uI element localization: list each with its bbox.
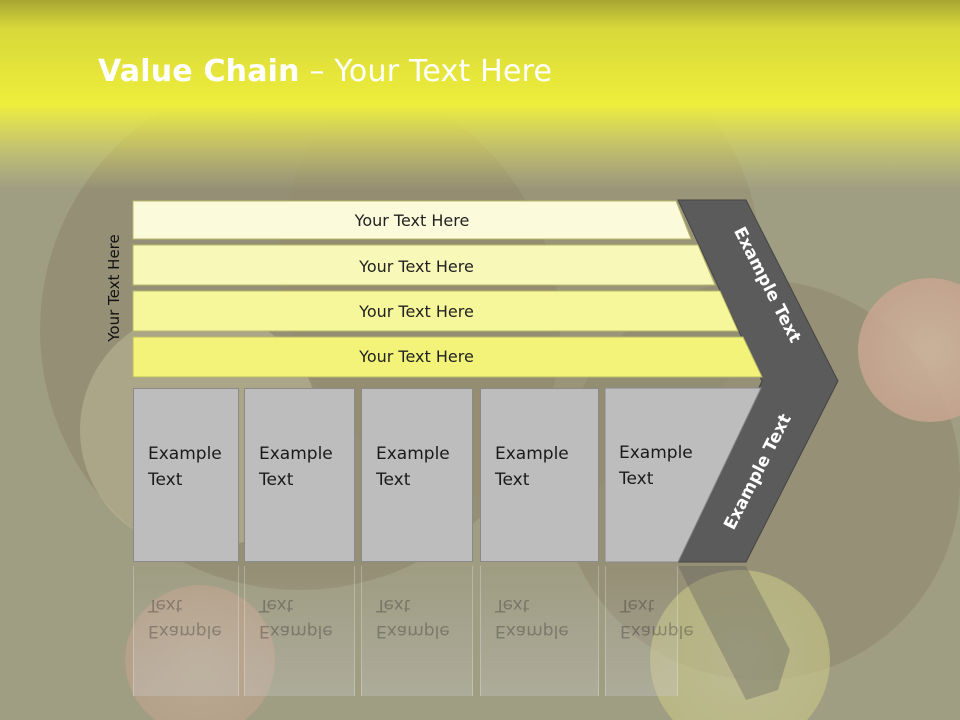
box-3-line2: Text [376, 470, 411, 490]
slide-title: Value Chain – Your Text Here [98, 54, 552, 89]
bar-1-label: Your Text Here [354, 210, 470, 230]
bar-shape-4 [132, 336, 763, 378]
box-4-reflection: Example Text [480, 566, 599, 696]
box-1-reflection-line2: Text [148, 595, 183, 615]
box-1-reflection: Example Text [133, 566, 239, 696]
bar-shape-2 [132, 244, 716, 286]
bar-4-label: Your Text Here [359, 346, 474, 366]
box-5-reflection: Example Text [605, 566, 694, 696]
bar-2-label: Your Text Here [359, 256, 474, 276]
bar-3-label: Your Text Here [359, 301, 474, 321]
box-4-reflection-line1: Example [495, 621, 569, 641]
box-1-line2: Text [148, 470, 183, 490]
box-3-line1: Example [376, 444, 450, 464]
title-rest: – Your Text Here [299, 54, 553, 89]
box-5-line1: Example [619, 443, 693, 463]
box-2: Example Text [244, 388, 355, 562]
bar-shape-1 [132, 200, 692, 240]
box-4-line2: Text [495, 470, 530, 490]
box-5-reflection-line1: Example [620, 621, 694, 641]
box-2-line1: Example [259, 444, 333, 464]
box-2-reflection-line1: Example [259, 621, 333, 641]
box-5-reflection-line2: Text [620, 595, 655, 615]
box-2-reflection: Example Text [244, 566, 355, 696]
box-3: Example Text [361, 388, 473, 562]
box-1-reflection-line1: Example [148, 621, 222, 641]
box-5: Example Text [605, 388, 715, 562]
title-bold: Value Chain [98, 54, 300, 89]
bar-4: Your Text Here [133, 337, 700, 375]
side-label: Your Text Here [105, 234, 123, 342]
box-4-reflection-line2: Text [495, 595, 530, 615]
box-2-line2: Text [259, 470, 294, 490]
bar-2: Your Text Here [133, 247, 700, 285]
box-5-line2: Text [619, 469, 654, 489]
chevron-shape [677, 199, 839, 563]
box-4-line1: Example [495, 444, 569, 464]
box-3-reflection: Example Text [361, 566, 473, 696]
bar-3: Your Text Here [133, 292, 700, 330]
box-shape-5 [604, 387, 762, 563]
box-1: Example Text [133, 388, 239, 562]
bar-1: Your Text Here [133, 201, 691, 239]
box-3-reflection-line2: Text [376, 595, 411, 615]
box-3-reflection-line1: Example [376, 621, 450, 641]
box-2-reflection-line2: Text [259, 595, 294, 615]
box-4: Example Text [480, 388, 599, 562]
bar-shape-3 [132, 290, 739, 332]
box-1-line1: Example [148, 444, 222, 464]
